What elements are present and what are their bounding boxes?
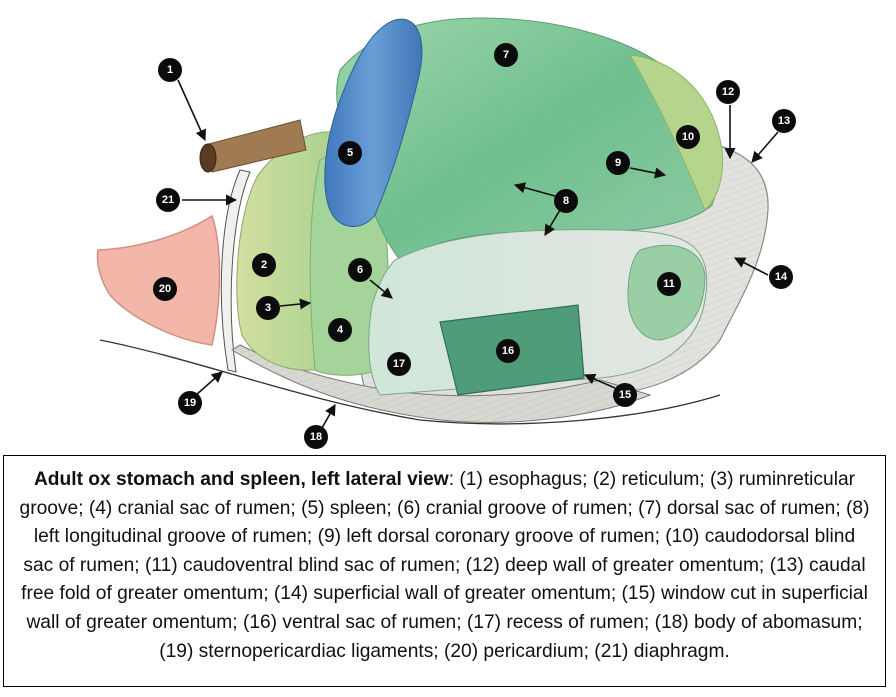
badge-9-label: 9 [615, 157, 621, 169]
spleen-shape [324, 18, 423, 227]
badge-8-label: 8 [563, 195, 569, 207]
arrow-19 [195, 371, 223, 396]
arrow-13 [751, 131, 779, 163]
badge-2-label: 2 [261, 259, 267, 271]
badge-16-label: 16 [502, 345, 514, 357]
ox-stomach-diagram: 1 2 3 4 5 6 7 8 9 10 11 12 13 14 15 16 1 [96, 17, 796, 449]
number-badges: 1 2 3 4 5 6 7 8 9 10 11 12 13 14 15 16 1 [153, 43, 796, 449]
badge-3-label: 3 [265, 302, 271, 314]
badge-6-label: 6 [357, 264, 363, 276]
badge-2 [252, 253, 276, 277]
badge-9 [606, 151, 630, 175]
caudodorsal-blind-sac-shape [629, 54, 724, 211]
arrow-1 [177, 79, 206, 142]
badge-18 [304, 425, 328, 449]
badge-3 [256, 296, 280, 320]
badge-4 [328, 318, 352, 342]
badge-10 [676, 125, 700, 149]
badge-1-label: 1 [167, 64, 173, 76]
badge-17-label: 17 [393, 358, 405, 370]
leader-arrows [177, 79, 779, 429]
arrow-6 [369, 279, 393, 299]
badge-15-label: 15 [619, 389, 631, 401]
arrow-18 [321, 404, 336, 429]
badge-14 [769, 265, 793, 289]
badge-12 [716, 80, 740, 104]
badge-15 [613, 383, 637, 407]
badge-18-label: 18 [310, 431, 322, 443]
arrow-14 [734, 257, 769, 276]
badge-5 [338, 141, 362, 165]
badge-4-label: 4 [337, 324, 344, 336]
badge-11 [657, 272, 681, 296]
badge-12-label: 12 [722, 86, 734, 98]
diaphragm-shape [220, 169, 251, 373]
caption-box: Adult ox stomach and spleen, left latera… [3, 455, 886, 687]
abomasum-hatch [232, 345, 650, 423]
badge-19-label: 19 [184, 397, 196, 409]
badge-5-label: 5 [347, 147, 353, 159]
arrow-9 [629, 167, 667, 179]
badge-16 [496, 339, 520, 363]
arrow-3 [279, 298, 312, 310]
badge-20-label: 20 [159, 283, 171, 295]
badge-7 [494, 43, 518, 67]
badge-13-label: 13 [778, 115, 790, 127]
badge-1 [158, 58, 182, 82]
badge-11-label: 11 [663, 278, 675, 290]
badge-6 [348, 258, 372, 282]
badge-8 [554, 189, 578, 213]
esophagus-opening [199, 143, 217, 173]
diaphragm-line [99, 339, 721, 425]
badge-21-label: 21 [162, 194, 174, 206]
badge-17 [387, 352, 411, 376]
badge-13 [772, 109, 796, 133]
caption-title: Adult ox stomach and spleen, left latera… [33, 469, 449, 490]
badge-10-label: 10 [682, 131, 694, 143]
arrow-8b [544, 209, 561, 236]
arrow-8a [513, 182, 556, 197]
badge-20 [153, 277, 177, 301]
badge-19 [178, 391, 202, 415]
arrow-15 [583, 373, 616, 389]
caption-text: (1) esophagus; (2) reticulum; (3) ruminr… [19, 469, 870, 662]
badge-7-label: 7 [503, 49, 509, 61]
badge-14-label: 14 [775, 271, 788, 283]
caption-separator: : [448, 469, 460, 490]
badge-21 [156, 188, 180, 212]
